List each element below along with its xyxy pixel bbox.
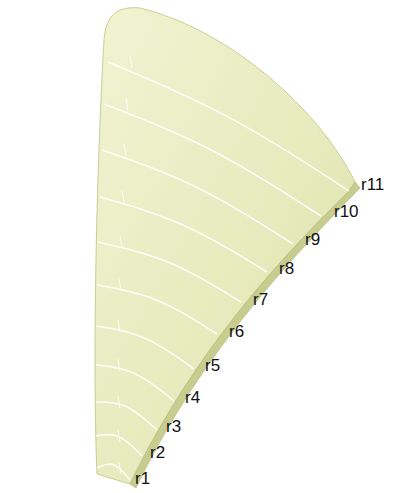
section-tick: [118, 359, 120, 371]
section-tick: [130, 56, 132, 68]
section-line: [104, 104, 321, 216]
section-label: r10: [334, 203, 359, 220]
section-tick: [119, 279, 121, 291]
section-line: [97, 464, 130, 480]
section-line: [96, 365, 174, 401]
section-label: r5: [205, 357, 220, 374]
section-line: [102, 150, 293, 244]
section-line: [108, 62, 349, 191]
section-line: [97, 285, 217, 334]
section-tick: [118, 396, 120, 408]
section-label: r7: [253, 291, 268, 308]
section-tick: [118, 430, 120, 442]
section-tick: [119, 462, 121, 474]
section-tick: [118, 320, 120, 332]
section-label: r6: [229, 323, 244, 340]
section-tick: [122, 191, 124, 203]
section-line: [100, 197, 267, 272]
section-line: [96, 326, 194, 369]
section-tick: [126, 98, 128, 110]
section-label: r9: [305, 231, 320, 248]
section-tick: [120, 236, 122, 248]
section-label: r3: [166, 418, 181, 435]
blade-surface: [95, 8, 355, 484]
section-line: [98, 242, 241, 302]
section-label: r1: [135, 470, 150, 487]
section-line: [96, 402, 157, 430]
section-label: r4: [185, 389, 200, 406]
section-label: r11: [361, 176, 384, 193]
blade-edge: [130, 182, 360, 488]
section-label: r8: [279, 260, 294, 277]
section-tick: [124, 144, 126, 156]
section-label: r2: [150, 444, 165, 461]
